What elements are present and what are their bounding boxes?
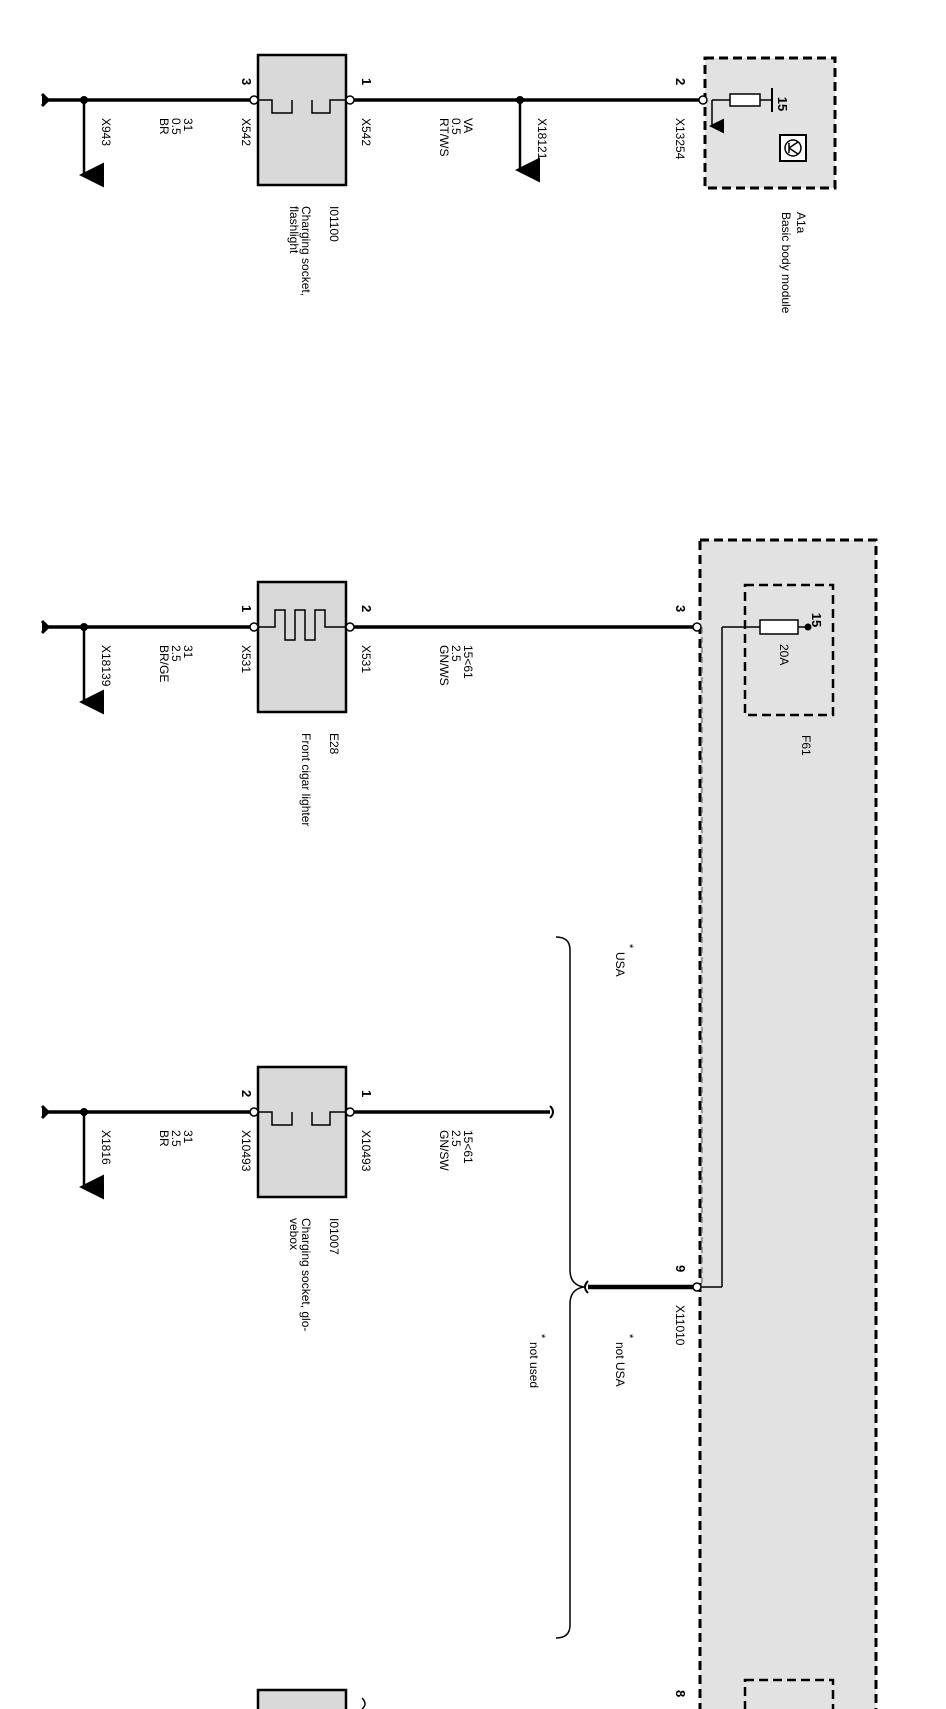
ground-2-color: BR/GE [157, 645, 171, 682]
ground-1-color: BR [157, 118, 171, 135]
transistor-icon [779, 134, 807, 162]
module-a1a-name: Basic body module [779, 212, 793, 314]
component-i01007-name-1: Charging socket, glo- [299, 1218, 313, 1331]
component-e28-connector-out: X531 [239, 645, 253, 673]
module-a1a [703, 56, 837, 190]
component-e28-id: E28 [327, 733, 341, 755]
ground-1-terminal: 31 [181, 118, 195, 132]
component-i01100-name-2: flashlight [287, 206, 301, 254]
component-i01007 [256, 1065, 348, 1199]
module-a1a-connector: X13254 [673, 118, 687, 160]
fuse-f61-rating: 20A [777, 644, 791, 665]
ground-2-splice: X18139 [99, 645, 113, 687]
wire-2-color: GN/WS [437, 645, 451, 686]
ground-3-size: 2.5 [169, 1130, 183, 1147]
module-pin-9-connector: X11010 [673, 1305, 687, 1346]
component-i01100-name-1: Charging socket, [299, 206, 313, 296]
ground-3-splice: X1816 [99, 1130, 113, 1165]
wire-1-size: 0.5 [449, 118, 463, 135]
module-a1a-terminal: 15 [775, 97, 790, 111]
component-e28-pin-out: 1 [239, 605, 254, 612]
component-i01100-pin-out: 3 [239, 78, 254, 85]
component-e28 [256, 580, 348, 714]
module-pin-3: 3 [673, 605, 688, 612]
wire-3-color: GN/SW [437, 1130, 451, 1171]
wire-1-terminal: VA [461, 118, 475, 133]
component-i01100-pin-in: 1 [359, 78, 374, 85]
component-bottom-partial [256, 1688, 348, 1709]
wire-3-size: 2.5 [449, 1130, 463, 1147]
wire-2-size: 2.5 [449, 645, 463, 662]
component-i01100-connector-in: X542 [359, 118, 373, 146]
ground-2-size: 2.5 [169, 645, 183, 662]
variant-mark-not-used: * [535, 1334, 547, 1339]
component-e28-connector-in: X531 [359, 645, 373, 673]
component-e28-name: Front cigar lighter [299, 733, 313, 826]
splice-x18121-label: X18121 [535, 118, 549, 160]
module-a1a-pin: 2 [673, 78, 688, 85]
component-i01007-name-2: vebox [287, 1218, 301, 1250]
component-i01100 [256, 53, 348, 187]
component-i01007-connector-in: X10493 [359, 1130, 373, 1172]
module-a1a-id: A1a [794, 212, 808, 234]
component-i01100-id: I01100 [327, 206, 341, 242]
component-i01007-id: I01007 [327, 1218, 341, 1255]
fuse-f61-id: F61 [799, 735, 813, 756]
component-i01007-pin-in: 1 [359, 1090, 374, 1097]
module-pin-9: 9 [673, 1265, 688, 1272]
wire-2-terminal: 15<61 [461, 645, 475, 679]
component-i01007-connector-out: X10493 [239, 1130, 253, 1172]
component-e28-pin-in: 2 [359, 605, 374, 612]
wire-3-terminal: 15<61 [461, 1130, 475, 1164]
component-i01007-pin-out: 2 [239, 1090, 254, 1097]
variant-mark-not-usa: * [623, 1334, 635, 1339]
variant-not-used: not used [527, 1342, 541, 1388]
module-pin-bottom: 8 [673, 1690, 688, 1697]
ground-3-color: BR [157, 1130, 171, 1147]
variant-usa: USA [613, 952, 627, 977]
fuse-module [698, 538, 878, 1709]
ground-2-terminal: 31 [181, 645, 195, 659]
ground-1-splice: X943 [99, 118, 113, 146]
variant-mark-usa: * [623, 944, 635, 949]
component-i01100-connector-out: X542 [239, 118, 253, 146]
variant-not-usa: not USA [613, 1342, 627, 1387]
ground-3-terminal: 31 [181, 1130, 195, 1144]
fuse-f61-terminal: 15 [809, 613, 824, 627]
variant-brace [555, 936, 585, 1639]
wire-1-color: RT/WS [437, 118, 451, 156]
ground-1-size: 0.5 [169, 118, 183, 135]
